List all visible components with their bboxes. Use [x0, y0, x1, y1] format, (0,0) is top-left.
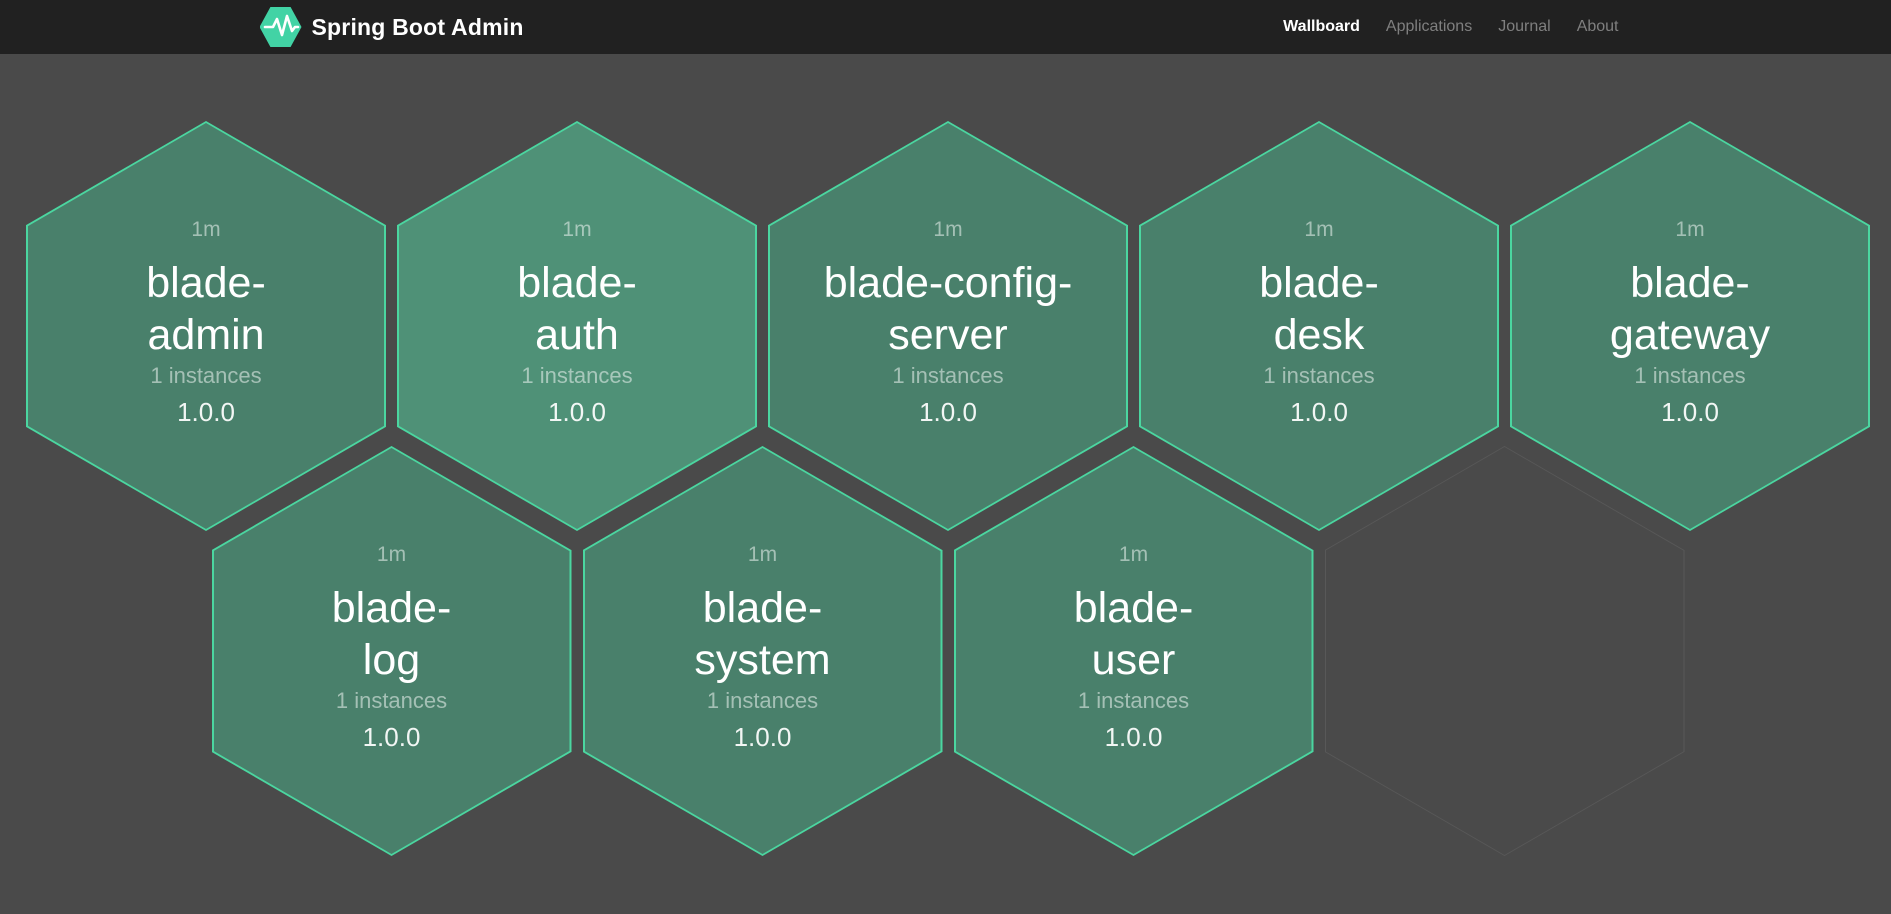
- app-title: Spring Boot Admin: [311, 13, 524, 40]
- service-version: 1.0.0: [1104, 722, 1163, 752]
- hexagon-content: 1m blade- log 1 instances 1.0.0: [212, 446, 572, 856]
- service-name: blade- user: [1073, 584, 1194, 684]
- service-version: 1.0.0: [177, 397, 235, 427]
- service-version: 1.0.0: [1661, 397, 1719, 427]
- hexagon-content: 1m blade- user 1 instances 1.0.0: [954, 446, 1314, 856]
- service-hexagon-blade-log[interactable]: 1m blade- log 1 instances 1.0.0: [211, 446, 572, 856]
- service-uptime: 1m: [376, 543, 407, 566]
- hexagon-fill: [1325, 447, 1684, 855]
- nav-item-applications[interactable]: Applications: [1385, 18, 1473, 35]
- hexagon-content: 1m blade- desk 1 instances 1.0.0: [1139, 121, 1499, 531]
- service-name: blade- desk: [1259, 259, 1379, 359]
- service-name: blade- gateway: [1609, 259, 1771, 359]
- service-hexagon-blade-gateway[interactable]: 1m blade- gateway 1 instances 1.0.0: [1510, 121, 1870, 531]
- service-version: 1.0.0: [548, 397, 606, 427]
- service-uptime: 1m: [747, 543, 778, 566]
- service-instance-count: 1 instances: [706, 688, 819, 713]
- service-hexagon-blade-system[interactable]: 1m blade- system 1 instances 1.0.0: [582, 446, 943, 856]
- service-instance-count: 1 instances: [521, 363, 633, 388]
- service-instance-count: 1 instances: [1263, 363, 1375, 388]
- nav-item-about[interactable]: About: [1576, 18, 1619, 35]
- main-nav: Wallboard Applications Journal About: [1270, 18, 1631, 36]
- nav-item-journal[interactable]: Journal: [1498, 18, 1551, 35]
- spring-boot-admin-logo-icon: [259, 7, 302, 47]
- service-version: 1.0.0: [1290, 397, 1348, 427]
- service-uptime: 1m: [933, 218, 963, 241]
- service-instance-count: 1 instances: [335, 688, 448, 713]
- brand-link[interactable]: Spring Boot Admin: [259, 7, 524, 47]
- hexagon-content: 1m blade- system 1 instances 1.0.0: [583, 446, 943, 856]
- service-instance-count: 1 instances: [1077, 688, 1190, 713]
- service-hexagon-blade-auth[interactable]: 1m blade- auth 1 instances 1.0.0: [397, 121, 757, 531]
- service-instance-count: 1 instances: [150, 363, 262, 388]
- service-name: blade- log: [331, 584, 452, 684]
- service-instance-count: 1 instances: [892, 363, 1004, 388]
- nav-item-wallboard[interactable]: Wallboard: [1283, 18, 1360, 35]
- service-hexagon-blade-user[interactable]: 1m blade- user 1 instances 1.0.0: [953, 446, 1314, 856]
- hexagon-content: 1m blade-config- server 1 instances 1.0.…: [768, 121, 1128, 531]
- service-version: 1.0.0: [919, 397, 977, 427]
- wallboard: 1m blade- admin 1 instances 1.0.0 1m bla…: [0, 54, 1891, 914]
- empty-hexagon-slot: [1324, 446, 1685, 856]
- service-name: blade- system: [694, 584, 831, 684]
- service-hexagon-blade-desk[interactable]: 1m blade- desk 1 instances 1.0.0: [1139, 121, 1499, 531]
- navbar-container: Spring Boot Admin Wallboard Applications…: [259, 0, 1632, 54]
- service-uptime: 1m: [562, 218, 592, 241]
- service-name: blade-config- server: [823, 259, 1073, 359]
- service-uptime: 1m: [1675, 218, 1705, 241]
- service-version: 1.0.0: [733, 722, 792, 752]
- service-instance-count: 1 instances: [1634, 363, 1746, 388]
- hexagon-content: 1m blade- admin 1 instances 1.0.0: [26, 121, 386, 531]
- service-name: blade- auth: [517, 259, 637, 359]
- service-name: blade- admin: [146, 259, 266, 359]
- service-uptime: 1m: [191, 218, 221, 241]
- service-hexagon-blade-config-server[interactable]: 1m blade-config- server 1 instances 1.0.…: [768, 121, 1128, 531]
- service-uptime: 1m: [1118, 543, 1149, 566]
- service-version: 1.0.0: [362, 722, 421, 752]
- service-hexagon-blade-admin[interactable]: 1m blade- admin 1 instances 1.0.0: [26, 121, 386, 531]
- service-uptime: 1m: [1304, 218, 1334, 241]
- top-navbar: Spring Boot Admin Wallboard Applications…: [0, 0, 1891, 54]
- hexagon-content: 1m blade- gateway 1 instances 1.0.0: [1510, 121, 1870, 531]
- hexagon-content: 1m blade- auth 1 instances 1.0.0: [397, 121, 757, 531]
